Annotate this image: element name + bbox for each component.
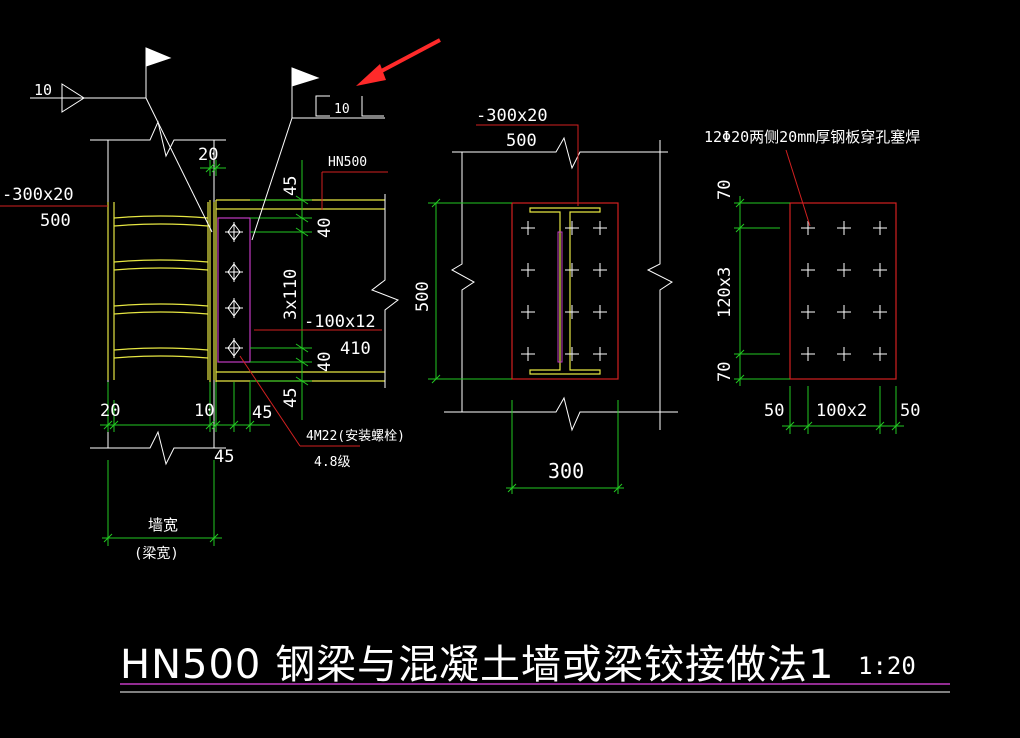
embed-plate-size-label: -300x20 (2, 185, 74, 205)
dim-40-top: 40 (315, 218, 335, 238)
dim-45-top: 45 (281, 176, 301, 196)
shear-plate-size-label: -100x12 (304, 312, 376, 332)
dim-20-top: 20 (198, 145, 218, 165)
dim-70-top: 70 (715, 180, 735, 200)
wall-width-label: 墙宽 (148, 516, 178, 534)
drawing-scale: 1:20 (858, 652, 916, 680)
embed-plate-face (789, 202, 897, 380)
dim-50-left: 50 (764, 401, 784, 421)
middle-section-view: -300x20 500 500 300 (413, 106, 678, 494)
weld-symbol-1-size: 10 (34, 81, 52, 99)
dim-50-right: 50 (900, 401, 920, 421)
bolt-group (225, 222, 243, 358)
beam-width-label: (梁宽) (134, 545, 179, 562)
middle-width-dim: 300 (548, 459, 584, 483)
shear-plate (217, 217, 251, 363)
bolt-grade-label: 4.8级 (314, 455, 350, 470)
beam-label: HN500 (328, 155, 367, 170)
dim-20-bottom: 20 (100, 401, 120, 421)
right-dimensions (734, 196, 904, 434)
dim-45-b: 45 (214, 447, 234, 467)
stud-note: 12Φ20两侧20mm厚钢板穿孔塞焊 (704, 128, 920, 146)
dim-40-bottom: 40 (315, 352, 335, 372)
left-connection-elevation: 10 10 -300x20 500 20 45 HN500 40 3x110 -… (0, 38, 441, 562)
weld-symbol-2-size: 10 (334, 102, 350, 117)
i-beam-section (529, 207, 601, 375)
middle-plate-length-label: 500 (506, 131, 537, 151)
left-bottom-dimensions (100, 382, 270, 546)
dim-10: 10 (194, 401, 214, 421)
bolt-spec-label: 4M22(安装螺栓) (306, 429, 405, 444)
embedded-studs (107, 202, 215, 380)
dim-45-a: 45 (252, 403, 272, 423)
weld-symbols (30, 47, 385, 241)
pointer-arrow (356, 38, 441, 86)
dim-100x2: 100x2 (816, 401, 867, 421)
stud-grid-right (801, 221, 887, 361)
dim-3x110: 3x110 (281, 269, 301, 320)
middle-dimensions (428, 198, 624, 494)
dim-120x3: 120x3 (715, 267, 735, 318)
dim-45-bottom: 45 (281, 388, 301, 408)
embed-plate (209, 200, 217, 382)
stud-grid-middle (521, 221, 607, 361)
middle-height-dim: 500 (413, 281, 433, 312)
left-vertical-dimensions (250, 160, 312, 420)
title-block: HN500 钢梁与混凝土墙或梁铰接做法1 1:20 (120, 642, 950, 693)
middle-plate-size-label: -300x20 (476, 106, 548, 126)
embed-plate-section (511, 202, 619, 380)
dim-70-bottom: 70 (715, 362, 735, 382)
shear-plate-length-label: 410 (340, 339, 371, 359)
right-plate-view: 12Φ20两侧20mm厚钢板穿孔塞焊 70 120x3 70 50 100x2 … (704, 128, 920, 434)
drawing-title: HN500 钢梁与混凝土墙或梁铰接做法1 (120, 642, 835, 688)
embed-plate-length-label: 500 (40, 211, 71, 231)
